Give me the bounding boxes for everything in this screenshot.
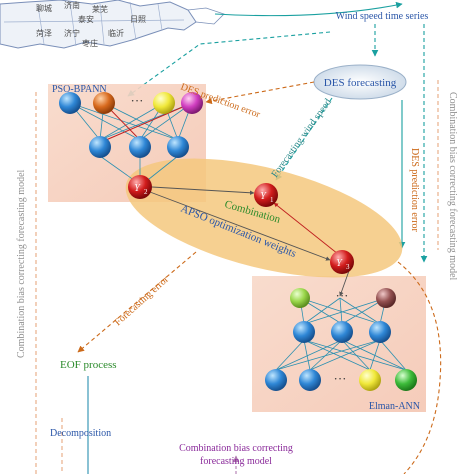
elman-input-node: [359, 369, 381, 391]
y2-label: Y: [134, 183, 141, 194]
pso-hidden-layer: [89, 136, 189, 158]
pso-input-node: [181, 92, 203, 114]
pso-bpann-title: PSO-BPANN: [52, 84, 107, 95]
y2-subscript: 2: [144, 188, 148, 196]
map-outline: [0, 0, 197, 49]
city-label: 临沂: [108, 28, 124, 38]
combination-ellipse: [125, 158, 403, 278]
pso-hidden-node: [89, 136, 111, 158]
des-forecasting-label: DES forecasting: [324, 77, 397, 89]
elman-connections: [275, 297, 407, 371]
elman-to-model-curve: [397, 261, 442, 474]
city-label: 日照: [130, 15, 146, 24]
pso-hidden-node: [129, 136, 151, 158]
forecasting-wind-speed-label: Forecasting wind speed: [270, 97, 334, 180]
map-region-lines: [3, 1, 185, 47]
wind-series-label: Wind speed time series: [336, 11, 429, 22]
des-forecasting-node: DES forecasting: [313, 64, 407, 100]
pso-input-layer: ···: [59, 92, 203, 114]
elman-hidden-node: [331, 321, 353, 343]
y1-subscript: 1: [270, 196, 274, 204]
city-label: 济宁: [64, 28, 80, 38]
elman-context-node: [376, 288, 396, 308]
y3-node: Y 3: [330, 250, 354, 274]
des-to-pso-arrow: [205, 81, 315, 105]
y1-node: Y 1: [254, 183, 278, 207]
y3-to-y1-arrow: [273, 202, 339, 255]
des-prediction-error-vertical-label: DES prediction error: [409, 148, 420, 233]
decomposition-label: Decomposition: [50, 428, 111, 439]
city-label: 泰安: [78, 14, 94, 24]
city-label: 济南: [64, 0, 80, 10]
province-map: 聊城 济南 莱芜 泰安 日照 菏泽 济宁 临沂 枣庄: [0, 0, 225, 49]
series-to-pso-arrow: [127, 31, 331, 97]
y2-to-y1-arrow: [151, 186, 255, 196]
y3-subscript: 3: [346, 263, 350, 271]
y2-node: Y 2: [128, 175, 152, 199]
y2-to-y3-arrow: [149, 191, 331, 261]
city-label: 莱芜: [92, 4, 108, 14]
elman-context-ellipsis: ···: [336, 288, 349, 303]
city-label: 聊城: [36, 4, 52, 13]
y3-to-elman-line: [339, 267, 351, 297]
y1-label: Y: [260, 191, 267, 202]
pso-hidden-node: [167, 136, 189, 158]
left-vertical-label: Combination bias correcting forecasting …: [16, 169, 27, 358]
model-label-line1: Combination bias correcting: [179, 443, 293, 454]
pso-input-node: [153, 92, 175, 114]
elman-input-node: [265, 369, 287, 391]
map-to-series-arrow: [214, 1, 403, 17]
elman-input-ellipsis: ···: [334, 371, 347, 386]
y3-label: Y: [336, 258, 343, 269]
elman-input-layer: ···: [265, 369, 417, 391]
elman-input-node: [395, 369, 417, 391]
elman-hidden-node: [293, 321, 315, 343]
elman-context-layer: ···: [290, 288, 396, 308]
elman-hidden-layer: [293, 321, 391, 343]
city-label: 菏泽: [36, 28, 52, 38]
model-label-line2: forecasting model: [200, 456, 272, 467]
elman-input-node: [299, 369, 321, 391]
right-vertical-label: Combination bias correcting forecasting …: [447, 92, 458, 281]
elman-context-node: [290, 288, 310, 308]
pso-input-node: [59, 92, 81, 114]
elman-hidden-node: [369, 321, 391, 343]
eof-process-label: EOF process: [60, 359, 117, 371]
des-to-y1-arrow: [275, 97, 333, 181]
pso-input-ellipsis: ···: [131, 93, 144, 108]
forecasting-error-label: Forecasting error: [113, 274, 172, 329]
city-label: 枣庄: [82, 38, 98, 48]
elman-ann-title: Elman-ANN: [369, 401, 420, 412]
pso-input-node: [93, 92, 115, 114]
forecasting-error-arrow: [77, 251, 197, 353]
